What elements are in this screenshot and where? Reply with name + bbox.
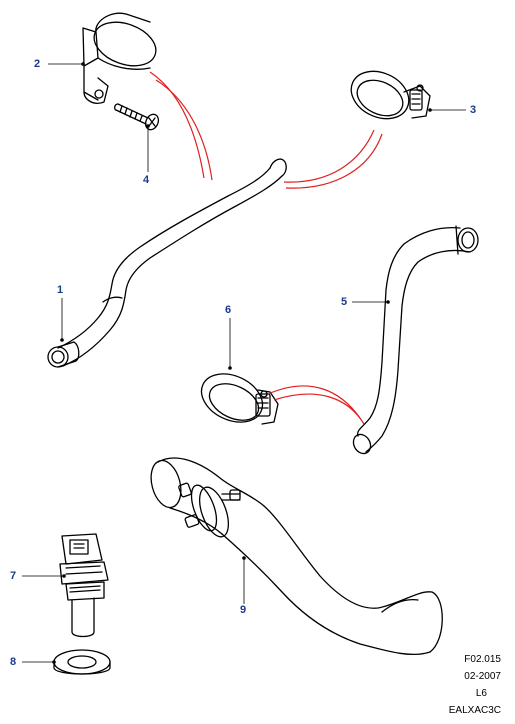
- connector-line-1-to-3-b: [285, 133, 383, 189]
- callout-3: 3: [470, 104, 477, 116]
- lower-hose-part-9: [150, 457, 443, 656]
- upper-hose-part-1: [47, 158, 287, 368]
- connector-line-2-to-1: [149, 71, 205, 179]
- leader-lines: [22, 63, 466, 663]
- connector-line-6-to-5: [267, 385, 361, 419]
- hose-clamp-part-6: [200, 373, 279, 425]
- illustration-code: EALXAC3C: [448, 705, 501, 716]
- callout-1: 1: [57, 284, 64, 296]
- connector-line-6-to-5-b: [273, 393, 365, 425]
- callout-7: 7: [10, 570, 17, 582]
- sensor-part-7: [59, 533, 109, 638]
- callout-4: 4: [143, 174, 150, 186]
- connector-lines: [149, 71, 383, 425]
- callout-8: 8: [10, 656, 17, 668]
- connector-line-1-to-3: [283, 129, 375, 183]
- figure-reference: F02.015: [464, 654, 501, 665]
- washer-part-8: [53, 649, 111, 675]
- bracket-part-2: [82, 12, 157, 104]
- callout-6: 6: [225, 304, 232, 316]
- callout-9: 9: [240, 604, 247, 616]
- callout-5: 5: [341, 296, 348, 308]
- callout-2: 2: [34, 58, 41, 70]
- s-hose-part-5: [352, 225, 479, 455]
- screw-part-4: [114, 103, 160, 131]
- leader-dots: [52, 62, 432, 664]
- figure-date: 02-2007: [464, 671, 501, 682]
- model-code: L6: [475, 688, 487, 699]
- connector-line-2-to-1-b: [155, 79, 213, 181]
- hose-clamp-part-3: [350, 70, 431, 120]
